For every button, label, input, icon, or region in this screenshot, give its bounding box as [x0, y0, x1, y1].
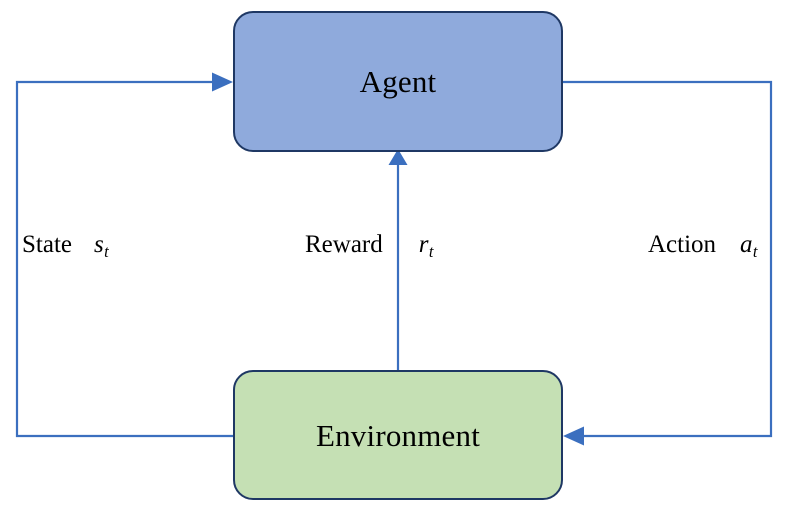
edge-label-state-subscript: t	[104, 241, 109, 261]
node-agent-label: Agent	[359, 64, 437, 99]
edge-label-state-word: State	[22, 231, 72, 258]
edge-label-action-subscript: t	[752, 241, 758, 261]
edge-state-line	[15, 80, 233, 438]
node-environment[interactable]: Environment	[233, 370, 563, 500]
edge-label-reward: Reward rt	[305, 231, 434, 261]
edge-label-reward-symbol: rt	[418, 231, 434, 261]
node-agent[interactable]: Agent	[233, 11, 563, 152]
edge-label-reward-word: Reward	[305, 231, 383, 258]
edge-label-action: Action at	[648, 231, 758, 261]
edge-state	[15, 72, 233, 438]
edge-reward-arrowhead-icon	[388, 149, 408, 165]
edge-label-action-word: Action	[648, 231, 717, 258]
edge-action	[563, 80, 773, 446]
edge-action-line	[563, 80, 773, 438]
edge-label-action-symbol: at	[740, 231, 758, 261]
edge-reward	[388, 149, 408, 370]
edge-state-arrowhead-icon	[212, 72, 233, 92]
edge-label-state-symbol: st	[94, 231, 109, 261]
edge-action-arrowhead-icon	[563, 426, 584, 446]
edge-label-state: State st	[22, 231, 109, 261]
edge-label-reward-subscript: t	[428, 241, 434, 261]
node-environment-label: Environment	[315, 417, 481, 453]
